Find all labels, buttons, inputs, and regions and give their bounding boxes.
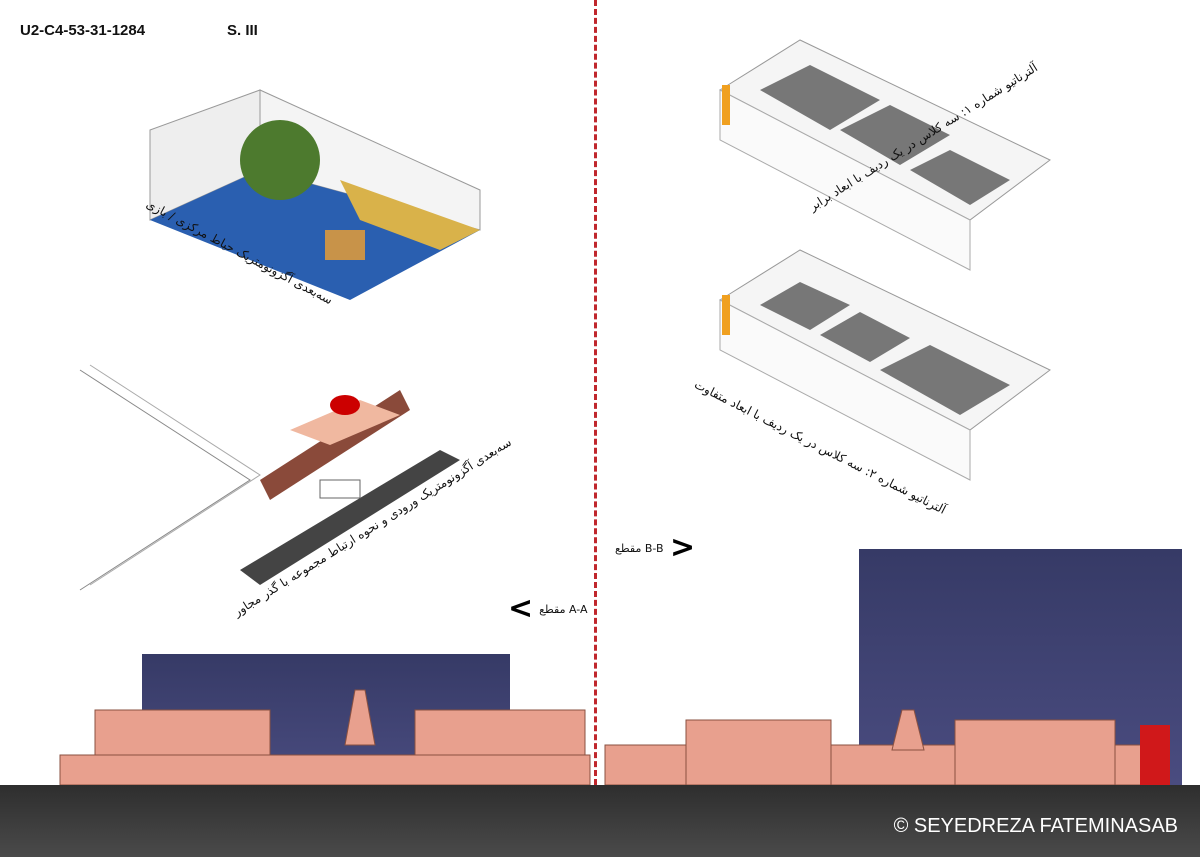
sheet-divider — [594, 0, 597, 785]
entrance-axonometric — [79, 364, 460, 591]
chevron-left-icon: < — [508, 591, 534, 626]
section-aa-building — [59, 689, 591, 786]
section-bb-building — [604, 709, 1146, 786]
ground-band — [0, 785, 1200, 857]
section-bb-label: مقطع B-B — [615, 541, 664, 555]
classroom-alternatives — [718, 39, 1051, 481]
project-code: U2-C4-53-31-1284 — [20, 22, 146, 39]
sections-drawing — [59, 549, 1182, 786]
section-aa-label: مقطع A-A — [539, 602, 588, 616]
alternative-1-model — [718, 39, 1051, 271]
alternative-2-model — [718, 249, 1051, 481]
courtyard-axonometric — [149, 89, 481, 300]
red-sign — [1140, 725, 1170, 785]
section-bb-marker[interactable]: < مقطع B-B — [615, 530, 695, 565]
section-aa-marker[interactable]: < مقطع A-A — [508, 594, 588, 624]
sheet-number: S. III — [227, 22, 258, 39]
copyright: © SEYEDREZA FATEMINASAB — [893, 815, 1178, 837]
